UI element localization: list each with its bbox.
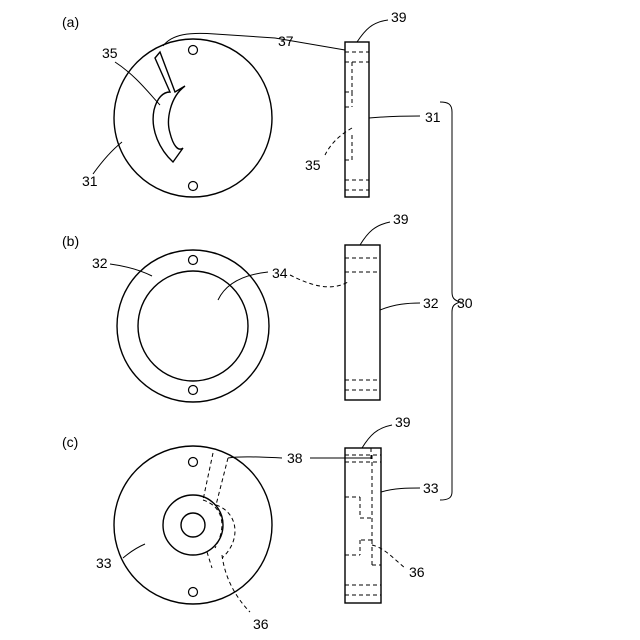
ref-31-front: 31 xyxy=(82,173,98,189)
slot-35 xyxy=(153,52,185,162)
mounting-hole xyxy=(189,588,198,597)
ref-30: 30 xyxy=(457,295,473,311)
leader-32-side xyxy=(380,303,420,310)
panel-b: (b) 32 34 39 32 xyxy=(62,211,439,402)
hidden-lines-33 xyxy=(345,448,381,595)
leader-38 xyxy=(228,457,282,458)
ref-38: 38 xyxy=(287,450,303,466)
leader-36-side xyxy=(372,545,405,568)
ref-35-side: 35 xyxy=(305,157,321,173)
leader-39-c xyxy=(362,425,392,448)
ring-32-inner xyxy=(138,271,248,381)
mounting-hole xyxy=(189,182,198,191)
leader-33-side xyxy=(381,488,420,492)
ref-36-side: 36 xyxy=(409,564,425,580)
panel-c-label: (c) xyxy=(62,434,78,450)
ref-33-front: 33 xyxy=(96,555,112,571)
leader-31-side xyxy=(369,116,420,118)
ring-32-side xyxy=(345,245,380,400)
disc-31-side xyxy=(345,42,369,197)
leader-33-front xyxy=(123,544,145,558)
bracket-30: 30 xyxy=(440,102,473,500)
panel-c: (c) 38 33 36 39 33 36 xyxy=(62,414,439,632)
hub-outer xyxy=(163,495,223,555)
leader-34-hidden xyxy=(290,275,348,287)
ref-34: 34 xyxy=(272,265,288,281)
mounting-hole xyxy=(189,386,198,395)
ref-39-b: 39 xyxy=(393,211,409,227)
disc-33-front xyxy=(114,446,272,604)
panel-b-label: (b) xyxy=(62,233,79,249)
leader-39-a xyxy=(357,20,388,42)
mounting-hole xyxy=(189,458,198,467)
panel-a: (a) 37 35 31 39 31 35 xyxy=(62,9,441,197)
ref-39-a: 39 xyxy=(391,9,407,25)
ref-36-front: 36 xyxy=(253,616,269,632)
mounting-hole xyxy=(189,46,198,55)
hidden-lines-32 xyxy=(345,258,380,390)
ref-32-front: 32 xyxy=(92,255,108,271)
leader-31-front xyxy=(93,142,122,174)
ref-39-c: 39 xyxy=(395,414,411,430)
leader-39-b xyxy=(360,222,390,245)
ref-32-side: 32 xyxy=(423,295,439,311)
leader-34 xyxy=(218,272,268,300)
mounting-hole xyxy=(189,256,198,265)
hub-inner xyxy=(181,513,205,537)
hidden-lines-31 xyxy=(345,52,369,190)
disc-31-front xyxy=(114,39,272,197)
ring-32-front xyxy=(117,250,269,402)
ref-33-side: 33 xyxy=(423,480,439,496)
leader-35-side xyxy=(325,128,352,155)
panel-a-label: (a) xyxy=(62,14,79,30)
ref-31-side: 31 xyxy=(425,109,441,125)
disc-33-side xyxy=(345,448,381,603)
ref-35-front: 35 xyxy=(102,45,118,61)
ref-37: 37 xyxy=(278,33,294,49)
